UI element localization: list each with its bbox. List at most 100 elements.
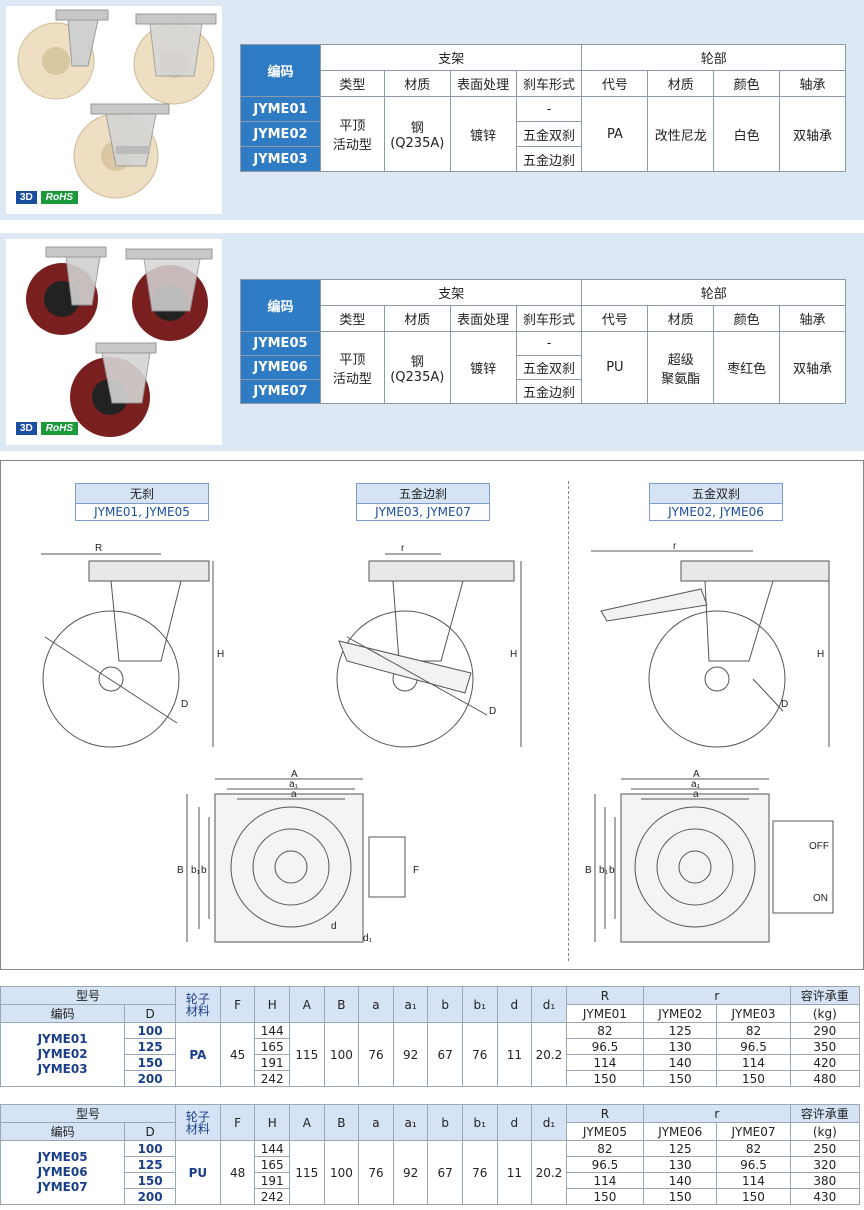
wheel-material-cell: 超级 聚氨酯: [647, 331, 715, 404]
R-cell: 96.5: [565, 1038, 645, 1055]
d-cell: 11: [496, 1140, 533, 1205]
D-cell: 200: [124, 1070, 177, 1087]
load-cell: 420: [789, 1054, 861, 1071]
R-cell: 82: [565, 1140, 645, 1157]
h-load: 容许承重: [789, 1104, 861, 1123]
type-cell: 平顶 活动型: [319, 331, 385, 404]
D-cell: 125: [124, 1156, 177, 1173]
r2-cell: 96.5: [716, 1156, 791, 1173]
label-title: 五金双刹: [650, 484, 782, 504]
H-cell: 144: [254, 1022, 290, 1039]
sub-type: 类型: [319, 305, 385, 332]
B-cell: 100: [323, 1140, 360, 1205]
sub-type: 类型: [319, 70, 385, 97]
h-model: 型号: [0, 1104, 177, 1123]
label-dual-brake: 五金双刹 JYME02, JYME06: [649, 483, 783, 521]
R-cell: 96.5: [565, 1156, 645, 1173]
spec-table-nylon: 编码 支架 轮部 类型 材质 表面处理 刹车形式 代号 材质 颜色 轴承 JYM…: [240, 44, 846, 172]
h-F: F: [219, 1104, 256, 1141]
F-cell: 45: [219, 1022, 256, 1087]
a-cell: 76: [358, 1022, 394, 1087]
col-model: JYME03: [716, 1004, 791, 1023]
h-r: r: [643, 986, 791, 1005]
h-A: A: [289, 1104, 325, 1141]
brake-cell: 五金双刹: [515, 355, 583, 380]
H-cell: 242: [254, 1188, 290, 1205]
h-b1: b₁: [461, 986, 498, 1023]
r2-cell: 96.5: [716, 1038, 791, 1055]
a-cell: 76: [358, 1140, 394, 1205]
h-b: b: [427, 986, 463, 1023]
wheel-material-cell: 改性尼龙: [647, 96, 715, 172]
surface-cell: 镀锌: [449, 96, 517, 172]
h-B: B: [323, 986, 360, 1023]
load-cell: 290: [789, 1022, 861, 1039]
col-model: JYME06: [643, 1122, 718, 1141]
dim-b: b: [609, 865, 615, 876]
brake-cell: -: [515, 96, 583, 122]
dim-table-pu: 型号 轮子 材料 F H A B a a₁ b b₁ d d₁ R r 容许承重…: [0, 1104, 861, 1205]
h-H: H: [254, 986, 290, 1023]
H-cell: 191: [254, 1054, 290, 1071]
D-cell: 150: [124, 1054, 177, 1071]
D-cell: 100: [124, 1022, 177, 1039]
F-cell: 48: [219, 1140, 256, 1205]
h-d1: d₁: [531, 1104, 567, 1141]
col-model: JYME07: [716, 1122, 791, 1141]
dim-D: D: [781, 699, 788, 710]
D-cell: 125: [124, 1038, 177, 1055]
h-material: 轮子 材料: [175, 986, 221, 1023]
sub-surface: 表面处理: [449, 70, 517, 97]
material-cell: 钢 (Q235A): [383, 331, 451, 404]
sub-bearing: 轴承: [779, 70, 846, 97]
dim-A: A: [693, 769, 700, 780]
label-side-brake: 五金边刹 JYME03, JYME07: [356, 483, 490, 521]
dim-B: B: [585, 865, 592, 876]
r1-cell: 140: [643, 1054, 718, 1071]
h-H: H: [254, 1104, 290, 1141]
label-models: JYME02, JYME06: [650, 504, 782, 520]
r2-cell: 150: [716, 1188, 791, 1205]
R-cell: 114: [565, 1054, 645, 1071]
R-cell: 114: [565, 1172, 645, 1189]
col-model: JYME01: [565, 1004, 645, 1023]
h-F: F: [219, 986, 256, 1023]
dim-R: R: [95, 543, 102, 554]
h-a1: a₁: [392, 986, 429, 1023]
A-cell: 115: [289, 1022, 325, 1087]
r1-cell: 125: [643, 1022, 718, 1039]
label-title: 无刹: [76, 484, 208, 504]
technical-drawings: 无刹 JYME01, JYME05 五金边刹 JYME03, JYME07 五金…: [0, 460, 864, 970]
r1-cell: 150: [643, 1188, 718, 1205]
r1-cell: 130: [643, 1038, 718, 1055]
h-R: R: [565, 986, 645, 1005]
caster-photo-nylon: [17, 9, 217, 199]
dim-b1: b₁: [599, 865, 609, 876]
b1-cell: 76: [461, 1140, 498, 1205]
dim-H: H: [217, 649, 224, 660]
h-b: b: [427, 1104, 463, 1141]
dim-H: H: [510, 649, 517, 660]
divider: [568, 481, 569, 961]
r1-cell: 130: [643, 1156, 718, 1173]
dim-A: A: [291, 769, 298, 780]
badges: 3D RoHS: [16, 422, 79, 435]
header-code: 编码: [240, 44, 321, 97]
label-models: JYME03, JYME07: [357, 504, 489, 520]
brake-cell: 五金双刹: [515, 121, 583, 147]
b-cell: 67: [427, 1022, 463, 1087]
dim-r: r: [401, 543, 405, 554]
h-r: r: [643, 1104, 791, 1123]
R-cell: 150: [565, 1188, 645, 1205]
label-no-brake: 无刹 JYME01, JYME05: [75, 483, 209, 521]
h-d: d: [496, 986, 533, 1023]
header-wheel: 轮部: [581, 279, 846, 306]
a1-cell: 92: [392, 1022, 429, 1087]
B-cell: 100: [323, 1022, 360, 1087]
D-cell: 100: [124, 1140, 177, 1157]
dim-on: ON: [813, 893, 828, 904]
code-cell: JYME05: [240, 331, 321, 356]
badges: 3D RoHS: [16, 191, 79, 204]
color-cell: 白色: [713, 96, 781, 172]
r2-cell: 114: [716, 1054, 791, 1071]
